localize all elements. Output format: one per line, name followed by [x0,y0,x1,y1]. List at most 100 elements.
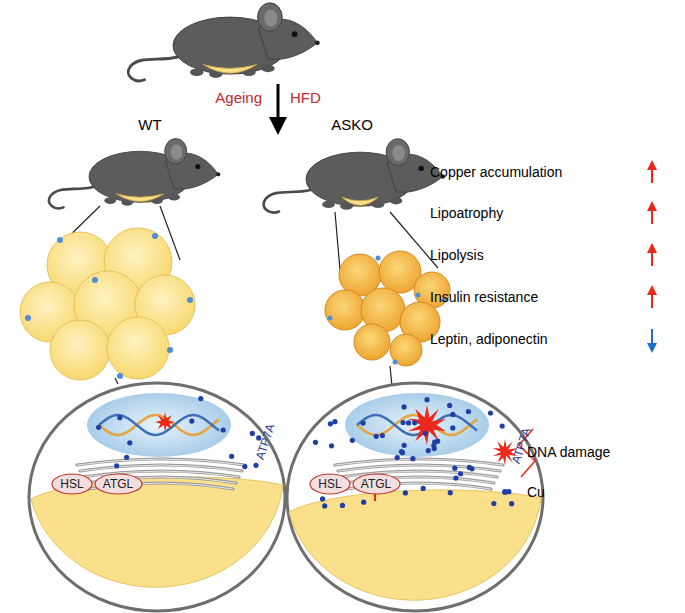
copper-dot [403,490,408,495]
copper-dot [229,454,234,459]
increase-arrow [651,165,653,183]
copper-dot [361,500,366,505]
copper-dot [402,443,407,448]
copper-dot [114,463,119,468]
dna-strand [357,415,477,435]
copper-dot [393,360,398,365]
adipocyte [354,324,390,360]
copper-dot [421,486,426,491]
copper-dot [328,421,333,426]
adipocyte [107,317,169,379]
copper-dot [412,420,417,425]
group-label: WT [138,116,161,133]
condition-label: HFD [290,89,321,106]
copper-dot [117,415,122,420]
enzyme-ellipse: ATGL [352,473,401,495]
copper-dot [399,449,404,454]
mouse [49,139,220,209]
legend-text: DNA damage [527,444,610,460]
copper-dot [152,233,158,239]
legend-dot [502,489,508,495]
copper-dot [448,490,453,495]
copper-dot [432,446,437,451]
zoom-line [335,212,340,270]
copper-dot [467,465,472,470]
dna-strand [99,415,219,435]
copper-dot [376,256,381,261]
copper-dot [189,418,194,423]
copper-dot [450,425,455,430]
copper-dot [491,501,496,506]
adipocyte [390,334,422,366]
copper-dot [322,503,327,508]
copper-dot [395,455,400,460]
increase-arrow [651,206,653,224]
copper-dot [221,427,226,432]
phenotype-label: Lipoatrophy [430,205,503,221]
copper-dot [92,277,98,283]
copper-dot [198,396,203,401]
dna-damage-star [155,412,175,432]
copper-dot [400,420,405,425]
enzyme-ellipse: ATGL [94,473,143,495]
legend-text: Cu [527,484,545,500]
copper-dot [450,412,455,417]
copper-dot [360,420,365,425]
copper-dot [435,439,440,444]
copper-dot [509,501,514,506]
copper-dot [406,420,411,425]
copper-dot [374,434,379,439]
copper-dot [187,297,193,303]
copper-dot [313,440,318,445]
copper-dot [167,347,173,353]
copper-dot [242,464,247,469]
enzyme-name: HSL [318,478,341,490]
dna-strand [357,415,477,435]
copper-dot [426,448,431,453]
adipocyte-zoom [29,383,285,611]
copper-dot [127,440,132,445]
copper-dot [452,466,457,471]
copper-dot [447,403,452,408]
decrease-arrow [651,329,653,348]
copper-dot [410,456,415,461]
mouse [128,3,320,81]
fat-depot [342,197,378,205]
dna-strand [99,415,219,435]
fat-depot [203,65,256,74]
increase-arrow [651,248,653,266]
copper-dot [380,433,385,438]
copper-dot [253,463,258,468]
copper-dot [424,397,429,402]
nucleus [345,393,489,457]
enzyme-ellipse: HSL [309,473,351,495]
copper-dot [416,293,421,298]
mouse [264,139,445,213]
process-arrow [277,84,280,126]
enzyme-name: ATGL [103,478,133,490]
copper-dot [423,431,428,436]
copper-dot [458,471,463,476]
copper-dot [117,373,123,379]
copper-dot [250,431,255,436]
phenotype-label: Lipolysis [430,247,484,263]
dna-damage-star [408,405,446,445]
copper-dot [25,315,31,321]
enzyme-name: HSL [60,478,83,490]
copper-dot [96,425,101,430]
phenotype-label: Leptin, adiponectin [430,331,548,347]
copper-dot [466,409,471,414]
enzyme-ellipse: HSL [51,473,93,495]
group-label: ASKO [331,116,373,133]
adipocyte [50,320,110,380]
lipid-droplet [289,490,541,600]
copper-dot [453,475,458,480]
copper-dot [488,410,493,415]
increase-arrow [651,290,653,308]
enzyme-name: ATGL [361,478,391,490]
condition-label: Ageing [215,89,262,106]
phenotype-label: Copper accumulation [430,164,562,180]
copper-dot [350,438,355,443]
